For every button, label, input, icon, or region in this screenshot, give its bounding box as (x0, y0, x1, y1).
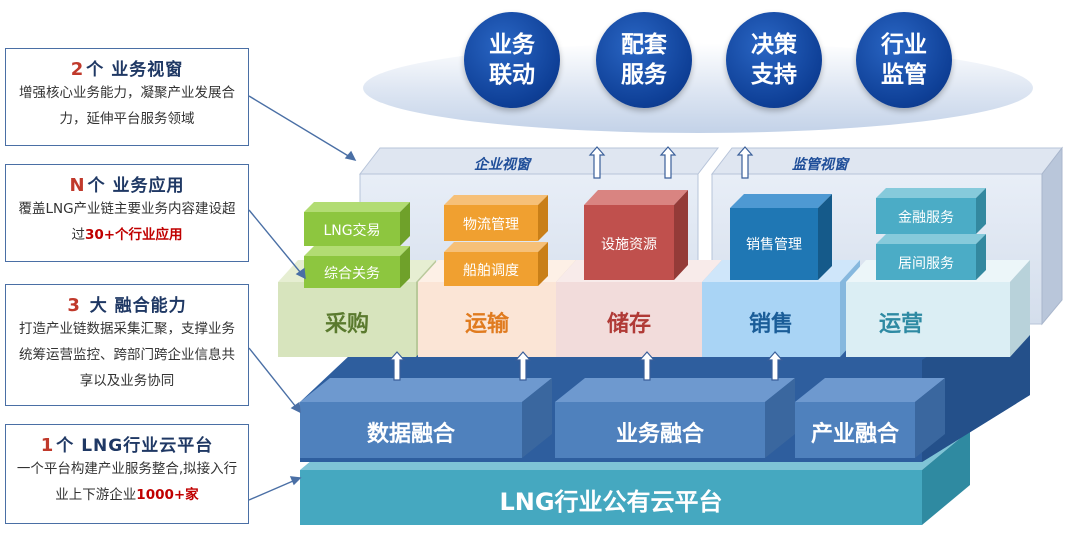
callout-title: 个 业务应用 (87, 176, 185, 196)
circle-business-linkage: 业务联动 (464, 12, 560, 108)
app-box-broker (876, 234, 986, 280)
callout-title: 个 LNG行业云平台 (56, 436, 214, 456)
platform-label: LNG行业公有云平台 (499, 488, 723, 516)
fusion-industry-label: 产业融合 (810, 422, 899, 447)
biz-operation-label: 运营 (878, 312, 923, 337)
callout-body: 打造产业链数据采集汇聚，支撑业务统筹运营监控、跨部门跨企业信息共享以及业务协同 (19, 321, 235, 389)
app-box-ship (444, 242, 548, 286)
app-lng-trade-label: LNG交易 (323, 223, 381, 239)
arrow-up-5 (514, 351, 532, 381)
fusion-business-label: 业务融合 (615, 422, 704, 447)
app-logistics-label: 物流管理 (463, 217, 519, 233)
app-box-finance (876, 188, 986, 234)
app-finance-label: 金融服务 (898, 210, 954, 226)
callout-body: 一个平台构建产业服务整合,拟接入行业上下游企业 (16, 461, 238, 503)
app-general-label: 综合关务 (324, 266, 380, 282)
regulator-view-label: 监管视窗 (792, 157, 848, 173)
callout-number: 2 (70, 59, 85, 80)
arrow-up-2 (659, 146, 677, 179)
callout-fusion: 3 大 融合能力 打造产业链数据采集汇聚，支撑业务统筹运营监控、跨部门跨企业信息… (5, 284, 249, 406)
fusion-data-label: 数据融合 (366, 422, 455, 447)
arrow-up-3 (736, 146, 754, 179)
arrow-up-4 (388, 351, 406, 381)
biz-storage-label: 储存 (606, 312, 651, 337)
app-box-general (304, 246, 410, 288)
app-sales-mgmt-label: 销售管理 (746, 237, 802, 253)
connector-3 (248, 347, 301, 414)
app-box-logistics (444, 195, 548, 241)
app-box-facility (584, 190, 688, 280)
fusion-block-business (555, 378, 795, 458)
up-arrows (388, 146, 784, 381)
callout-body: 覆盖LNG产业链主要业务内容建设超过 (18, 201, 236, 243)
app-box-lng-trade (304, 202, 410, 246)
app-facility-label: 设施资源 (601, 237, 657, 253)
circle-supporting-service: 配套服务 (596, 12, 692, 108)
connector-1 (248, 95, 357, 162)
callout-number: 1 (40, 435, 55, 456)
fusion-block-data (300, 378, 552, 458)
callout-body: 增强核心业务能力，凝聚产业发展合力，延伸平台服务领域 (19, 85, 235, 127)
circle-industry-regulation: 行业监管 (856, 12, 952, 108)
callout-highlight: 1000+家 (136, 487, 199, 503)
app-broker-label: 居间服务 (898, 256, 954, 272)
circle-decision-support: 决策支持 (726, 12, 822, 108)
connector-arrows (248, 95, 357, 501)
app-box-sales-mgmt (730, 194, 832, 280)
callout-number: N (69, 175, 86, 196)
callout-highlight: 30+个行业应用 (84, 227, 183, 243)
connector-2 (248, 209, 306, 280)
callout-number: 3 (67, 295, 81, 316)
arrow-up-1 (588, 146, 606, 179)
biz-sales-label: 销售 (748, 312, 793, 337)
enterprise-view-label: 企业视窗 (474, 157, 530, 173)
biz-purchase-label: 采购 (324, 312, 369, 337)
biz-transport-label: 运输 (464, 312, 509, 337)
connector-4 (248, 476, 302, 501)
callout-title: 个 业务视窗 (86, 60, 184, 80)
fusion-block-industry (795, 378, 945, 458)
callout-title: 大 融合能力 (82, 296, 187, 316)
arrow-up-6 (638, 351, 656, 381)
app-ship-label: 船舶调度 (463, 263, 519, 279)
arrow-up-7 (766, 351, 784, 381)
